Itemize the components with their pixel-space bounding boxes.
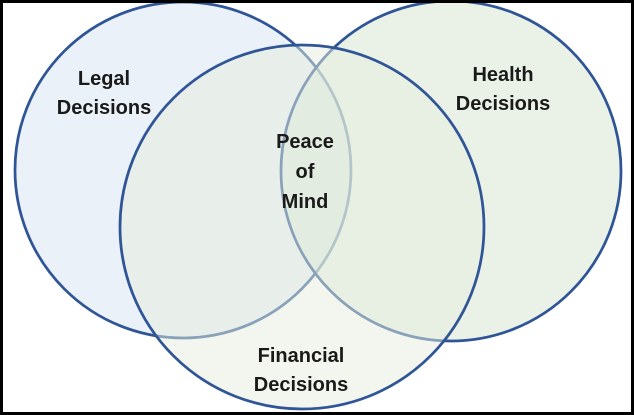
legal-label: Legal Decisions [34, 65, 174, 123]
health-label: Health Decisions [433, 61, 573, 119]
peace-of-mind-label: Peace of Mind [235, 127, 375, 217]
financial-label: Financial Decisions [231, 342, 371, 400]
health-label-line: Decisions [455, 93, 551, 115]
legal-label-line: Legal [77, 68, 131, 90]
financial-circle [118, 43, 486, 411]
peace-of-mind-label-line: of [295, 161, 315, 183]
legal-label-line: Decisions [56, 97, 152, 119]
health-label-line: Health [472, 64, 534, 86]
peace-of-mind-label-line: Mind [281, 191, 329, 213]
financial-label-line: Financial [257, 345, 345, 367]
peace-of-mind-label-line: Peace [276, 131, 334, 153]
financial-label-line: Decisions [253, 374, 349, 396]
